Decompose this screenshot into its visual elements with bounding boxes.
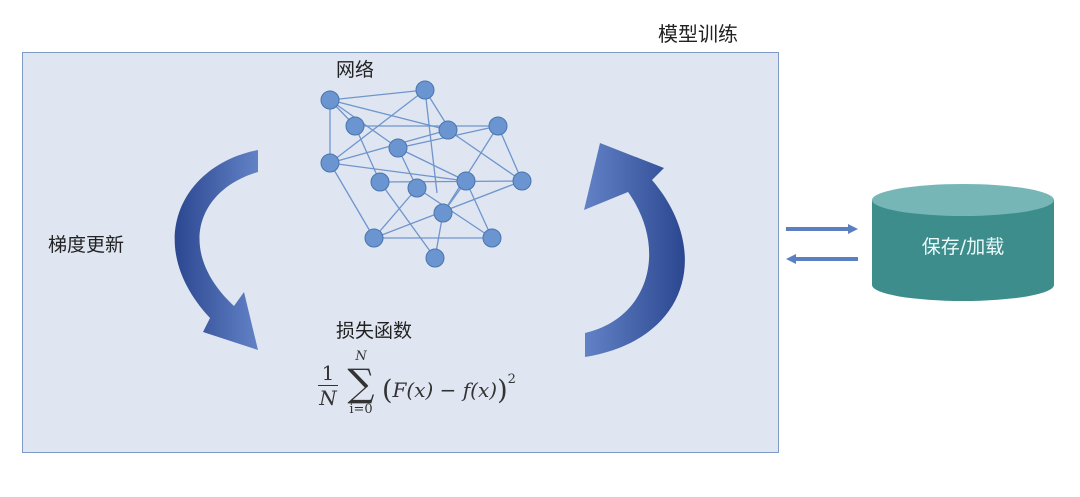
formula-fraction-bar (318, 385, 338, 386)
network-node (512, 171, 532, 191)
formula-denominator: N (319, 386, 337, 410)
formula-body: (F(x) − f(x))2 (382, 372, 516, 406)
network-node (370, 172, 390, 192)
loss-function-label: 损失函数 (336, 320, 413, 342)
gradient-update-label: 梯度更新 (48, 234, 125, 256)
network-node (482, 228, 502, 248)
database-cylinder (872, 184, 1054, 301)
network-node (320, 153, 340, 173)
formula-sum-lower: i=0 (349, 402, 373, 417)
formula-open-paren: ( (382, 375, 393, 406)
model-training-title: 模型训练 (658, 22, 738, 46)
storage-label: 保存/加载 (921, 236, 1005, 258)
formula-close-paren: ) (497, 375, 508, 406)
formula-exponent: 2 (507, 372, 516, 387)
sync-arrows (786, 224, 858, 264)
network-node (488, 116, 508, 136)
network-node (345, 116, 365, 136)
formula-summation: N ∑ i=0 (342, 349, 380, 418)
network-node (433, 203, 453, 223)
gradient-update-arrow (174, 150, 258, 350)
loss-feedback-arrow (584, 143, 685, 357)
formula-fraction: 1 N (318, 362, 338, 409)
network-node (407, 178, 427, 198)
network-node (320, 90, 340, 110)
formula-expression: F(x) − f(x) (392, 378, 498, 402)
network-node (438, 120, 458, 140)
network-node (456, 171, 476, 191)
formula-sum-symbol: ∑ (347, 361, 375, 405)
network-nodes (320, 80, 532, 268)
network-node (425, 248, 445, 268)
network-label: 网络 (336, 59, 375, 81)
network-node (388, 138, 408, 158)
network-node (415, 80, 435, 100)
formula-sum-upper: N (355, 349, 367, 364)
network-node (364, 228, 384, 248)
formula-numerator: 1 (321, 361, 335, 385)
